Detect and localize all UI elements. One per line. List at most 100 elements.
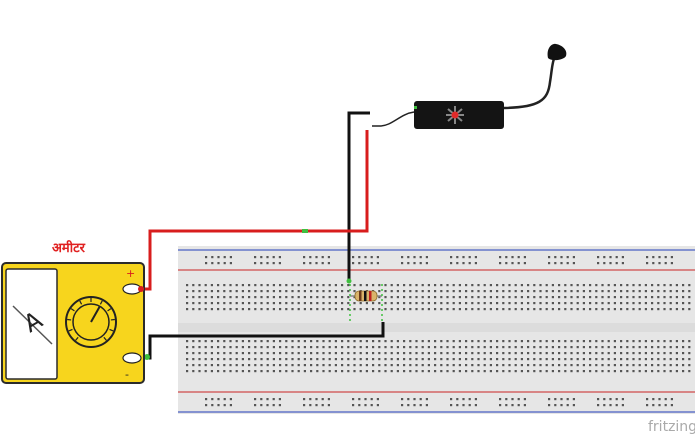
breadboard-hole [334, 370, 337, 373]
breadboard-hole [409, 296, 412, 299]
breadboard-hole [419, 398, 422, 401]
breadboard-hole [520, 370, 523, 373]
breadboard-hole [297, 358, 300, 361]
breadboard-hole [204, 290, 207, 293]
breadboard-hole [489, 340, 492, 343]
ammeter[interactable]: A + - [1, 262, 145, 384]
breadboard-hole [390, 308, 393, 311]
breadboard-hole [514, 352, 517, 355]
breadboard-hole [334, 346, 337, 349]
breadboard-hole [223, 352, 226, 355]
breadboard-hole [217, 358, 220, 361]
breadboard-hole [474, 262, 477, 265]
breadboard-hole [327, 404, 330, 407]
breadboard-hole [415, 358, 418, 361]
breadboard-hole [427, 302, 430, 305]
breadboard-hole [496, 296, 499, 299]
breadboard-hole [291, 352, 294, 355]
breadboard-hole [545, 364, 548, 367]
breadboard-hole [396, 284, 399, 287]
breadboard-hole [390, 346, 393, 349]
breadboard-hole [272, 302, 275, 305]
breadboard-hole [217, 352, 220, 355]
breadboard-hole [688, 364, 691, 367]
breadboard-hole [582, 346, 585, 349]
breadboard-hole [560, 398, 563, 401]
resistor[interactable] [349, 284, 383, 322]
breadboard-hole [664, 256, 667, 259]
breadboard-hole [278, 262, 281, 265]
breadboard-hole [421, 302, 424, 305]
breadboard-hole [316, 302, 319, 305]
breadboard-hole [502, 308, 505, 311]
breadboard-hole [576, 364, 579, 367]
breadboard-hole [353, 284, 356, 287]
breadboard-hole [421, 296, 424, 299]
breadboard-hole [303, 340, 306, 343]
breadboard-hole [192, 296, 195, 299]
battery-pack[interactable] [372, 43, 567, 129]
breadboard-hole [241, 364, 244, 367]
breadboard-hole [378, 308, 381, 311]
breadboard-hole [341, 352, 344, 355]
negative-terminal[interactable] [122, 352, 142, 364]
breadboard-hole [514, 364, 517, 367]
breadboard-hole [539, 308, 542, 311]
breadboard-hole [474, 404, 477, 407]
breadboard-hole [260, 352, 263, 355]
breadboard-hole [527, 364, 530, 367]
knob-tick [79, 300, 83, 305]
breadboard-hole [254, 358, 257, 361]
breadboard-hole [279, 358, 282, 361]
breadboard-hole [523, 398, 526, 401]
breadboard-hole [651, 284, 654, 287]
breadboard-hole [576, 370, 579, 373]
breadboard-hole [297, 296, 300, 299]
breadboard-hole [595, 358, 598, 361]
breadboard-hole [446, 364, 449, 367]
breadboard-hole [192, 364, 195, 367]
breadboard-hole [347, 352, 350, 355]
breadboard-hole [434, 364, 437, 367]
breadboard-hole [192, 308, 195, 311]
breadboard-hole [347, 284, 350, 287]
breadboard-hole [657, 346, 660, 349]
breadboard-hole [396, 302, 399, 305]
breadboard-hole [396, 290, 399, 293]
breadboard-hole [285, 308, 288, 311]
breadboard-hole [204, 296, 207, 299]
breadboard-hole [322, 352, 325, 355]
breadboard-hole [576, 296, 579, 299]
positive-terminal[interactable] [122, 283, 144, 295]
breadboard-hole [291, 296, 294, 299]
breadboard-hole [533, 290, 536, 293]
breadboard-hole [570, 308, 573, 311]
breadboard-hole [527, 302, 530, 305]
breadboard-hole [352, 256, 355, 259]
breadboard-hole [322, 308, 325, 311]
breadboard-hole [620, 340, 623, 343]
breadboard-hole [427, 284, 430, 287]
breadboard-hole [554, 404, 557, 407]
breadboard-hole [483, 296, 486, 299]
breadboard-hole [372, 284, 375, 287]
breadboard-hole [235, 340, 238, 343]
breadboard-hole [682, 340, 685, 343]
breadboard-hole [458, 308, 461, 311]
breadboard-hole [558, 296, 561, 299]
breadboard-hole [615, 398, 618, 401]
breadboard-hole [638, 346, 641, 349]
knob-icon[interactable] [65, 296, 117, 348]
breadboard-hole [589, 302, 592, 305]
breadboard-hole [303, 262, 306, 265]
breadboard-hole [198, 352, 201, 355]
breadboard-hole [458, 352, 461, 355]
breadboard-hole [644, 364, 647, 367]
breadboard-hole [548, 398, 551, 401]
knob-tick [68, 328, 73, 332]
breadboard-hole [384, 340, 387, 343]
breadboard-hole [372, 302, 375, 305]
knob-tick [103, 336, 107, 341]
breadboard-hole [477, 340, 480, 343]
breadboard-hole [260, 302, 263, 305]
